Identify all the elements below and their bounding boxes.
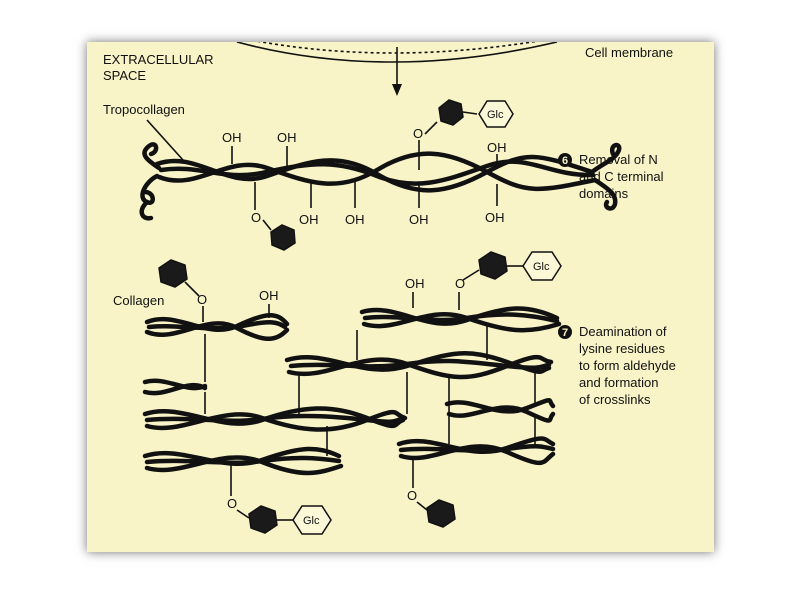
tropocollagen-hydroxyls-top: OH OH O OH — [222, 126, 507, 170]
galactose-hexagon — [438, 99, 464, 126]
collagen-helix-row-d-left — [142, 406, 408, 432]
step-7-number: 7 — [562, 327, 568, 339]
step-6-number: 6 — [562, 155, 568, 167]
cell-membrane-arc — [236, 42, 558, 63]
collagen-helix-row-a-right — [359, 306, 562, 333]
step-6-text-line3: domains — [579, 186, 629, 201]
n-terminal-domain — [139, 142, 162, 221]
galactosyl-glucose-group-bottom-left: O Glc — [227, 462, 332, 535]
step-6-text-line1: Removal of N — [579, 152, 658, 167]
crosslinks — [204, 326, 536, 456]
galactose-hexagon — [270, 224, 296, 251]
step-7-text-line5: of crosslinks — [579, 392, 651, 407]
hydroxyl-label: OH — [487, 140, 507, 155]
glucose-hexagon — [478, 100, 514, 128]
cell-membrane-label: Cell membrane — [585, 45, 673, 60]
glucose-hexagon — [292, 505, 332, 535]
galactose-group-top-bottom — [262, 219, 296, 251]
glycosyl-oxygen-label: O — [407, 488, 417, 503]
glucose-label: Glc — [487, 109, 504, 121]
collagen-helix-row-e-right — [396, 436, 556, 466]
collagen-diagram: EXTRACELLULAR SPACE Cell membrane Tropoc… — [103, 42, 676, 535]
collagen-hydroxyls: OH OH — [259, 276, 425, 318]
extracellular-label-1: EXTRACELLULAR — [103, 52, 214, 67]
glycosyl-oxygen-label: O — [197, 292, 207, 307]
galactose-hexagon — [478, 251, 508, 280]
tropocollagen-hydroxyls-bottom: O OH OH OH OH — [251, 182, 505, 227]
collagen-helix-row-b-center — [284, 351, 554, 380]
step-7-annotation: 7 Deamination of lysine residues to form… — [558, 324, 676, 407]
collagen-helix-row-a-left — [144, 313, 290, 341]
secretion-arrowhead — [392, 84, 402, 96]
figure-panel: EXTRACELLULAR SPACE Cell membrane Tropoc… — [87, 42, 714, 552]
step-7-text-line4: and formation — [579, 375, 659, 390]
hydroxyl-label: OH — [485, 210, 505, 225]
galactose-group-bottom-right: O — [407, 456, 456, 528]
step-7-text-line3: to form aldehyde — [579, 358, 676, 373]
step-7-badge — [558, 325, 572, 339]
hydroxyl-label: OH — [345, 212, 365, 227]
c-terminal-domain — [589, 142, 622, 211]
galactose-hexagon — [426, 499, 456, 528]
galactosyl-glucose-group-collagen-right: O Glc — [455, 251, 562, 310]
galactose-hexagon — [248, 505, 278, 534]
glycosyl-oxygen-label: O — [413, 126, 423, 141]
step-6-text-line2: and C terminal — [579, 169, 664, 184]
hydroxyl-label: OH — [405, 276, 425, 291]
galactosyl-glucose-group-top: Glc — [424, 99, 514, 135]
hydroxyl-label: OH — [409, 212, 429, 227]
glycosyl-oxygen-label: O — [251, 210, 261, 225]
collagen-helix-row-e-left — [142, 446, 344, 476]
hydroxyl-label: OH — [222, 130, 242, 145]
step-7-text-line2: lysine residues — [579, 341, 665, 356]
glucose-label: Glc — [533, 261, 550, 273]
hydroxyl-label: OH — [259, 288, 279, 303]
tropocollagen-helix — [154, 151, 598, 193]
glycosyl-oxygen-label: O — [455, 276, 465, 291]
step-6-annotation: 6 Removal of N and C terminal domains — [558, 152, 664, 201]
tropocollagen-pointer — [146, 119, 184, 161]
collagen-label: Collagen — [113, 293, 164, 308]
glucose-hexagon — [522, 251, 562, 281]
collagen-helix-row-d-right — [444, 398, 556, 423]
glycosyl-oxygen-label: O — [227, 496, 237, 511]
step-6-badge — [558, 153, 572, 167]
tropocollagen-label: Tropocollagen — [103, 102, 185, 117]
hydroxyl-label: OH — [299, 212, 319, 227]
step-7-text-line1: Deamination of — [579, 324, 667, 339]
glucose-label: Glc — [303, 515, 320, 527]
collagen-helix-row-c-left — [142, 378, 208, 396]
hydroxyl-label: OH — [277, 130, 297, 145]
galactose-hexagon — [158, 259, 188, 288]
galactose-group-collagen-left: O — [158, 259, 207, 322]
extracellular-label-2: SPACE — [103, 68, 146, 83]
cell-membrane-arc-inner — [257, 42, 538, 54]
